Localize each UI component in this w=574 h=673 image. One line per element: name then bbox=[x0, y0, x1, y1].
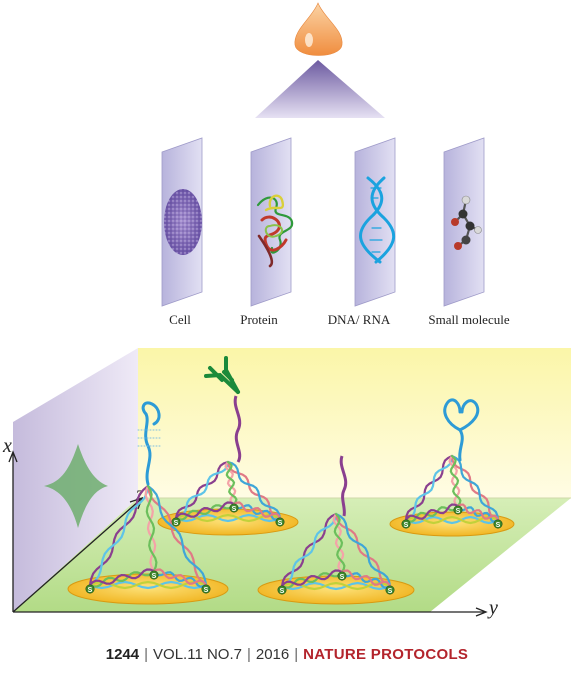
axis-label-x: x bbox=[2, 435, 12, 457]
sample-droplet bbox=[294, 2, 343, 56]
thiol-anchor: S bbox=[275, 517, 285, 527]
ssdna-probe-tall bbox=[233, 395, 242, 463]
thiol-anchor: S bbox=[149, 570, 159, 580]
axis-label-y: y bbox=[487, 597, 498, 619]
y-axis-arrow bbox=[475, 607, 488, 617]
thiol-anchor-label: S bbox=[174, 520, 179, 527]
panel-small-molecule bbox=[443, 137, 485, 307]
thiol-anchor: S bbox=[337, 571, 347, 581]
thiol-anchor-label: S bbox=[404, 522, 409, 529]
tetrahedron-front-middle: S S S bbox=[257, 512, 415, 605]
z-axis-arrow bbox=[129, 496, 144, 510]
dna-helix-icon bbox=[359, 176, 395, 264]
ssdna-probe-middle bbox=[339, 455, 348, 517]
panel-dna-rna bbox=[354, 137, 396, 307]
thiol-anchor: S bbox=[401, 519, 411, 529]
small-molecule-icon bbox=[451, 195, 482, 250]
thiol-anchor: S bbox=[277, 585, 287, 595]
journal-name: NATURE PROTOCOLS bbox=[303, 646, 469, 663]
aptamer-probe-right bbox=[443, 398, 480, 462]
signal-peak bbox=[44, 444, 108, 528]
protein-icon bbox=[256, 194, 294, 268]
thiol-anchor-label: S bbox=[152, 573, 157, 580]
thiol-anchor: S bbox=[385, 585, 395, 595]
thiol-anchor: S bbox=[85, 584, 95, 594]
publication-year: 2016 bbox=[255, 646, 290, 663]
thiol-anchor-label: S bbox=[88, 587, 93, 594]
thiol-anchor-label: S bbox=[204, 587, 209, 594]
thiol-anchor-label: S bbox=[280, 588, 285, 595]
thiol-anchor: S bbox=[453, 505, 463, 515]
antibody-probe bbox=[204, 356, 240, 394]
thiol-anchor-label: S bbox=[388, 588, 393, 595]
x-axis-arrow bbox=[8, 450, 18, 463]
volume-issue: VOL.11 NO.7 bbox=[153, 646, 242, 663]
z-axis-line bbox=[12, 499, 141, 613]
light-cone bbox=[255, 60, 385, 118]
thiol-anchor-label: S bbox=[340, 574, 345, 581]
thiol-anchor-label: S bbox=[456, 508, 461, 515]
back-wall bbox=[138, 348, 571, 498]
thiol-anchor: S bbox=[493, 519, 503, 529]
panel-protein bbox=[250, 137, 294, 307]
panel-label-protein: Protein bbox=[240, 312, 278, 327]
dna-tetrahedra: S S S S S S S S S S S S bbox=[67, 454, 515, 605]
cell-icon bbox=[164, 189, 202, 255]
page-number: 1244 bbox=[105, 646, 140, 663]
thiol-anchor: S bbox=[201, 584, 211, 594]
thiol-anchor: S bbox=[171, 517, 181, 527]
panel-label-dna-rna: DNA/ RNA bbox=[328, 312, 391, 327]
panel-cell bbox=[161, 137, 203, 307]
axes bbox=[8, 450, 488, 617]
thiol-anchor-label: S bbox=[278, 520, 283, 527]
footer-separator: | bbox=[144, 646, 149, 663]
page-footer: 1244|VOL.11 NO.7|2016|NATURE PROTOCOLS bbox=[0, 646, 574, 663]
tetrahedron-back-left: S S S bbox=[157, 460, 299, 536]
tetrahedron-back-right: S S S bbox=[389, 454, 515, 537]
aptamer-probe-front-left bbox=[137, 401, 161, 486]
tetrahedron-front-left: S S S bbox=[67, 484, 229, 605]
panel-label-cell: Cell bbox=[169, 312, 191, 327]
thiol-anchor-label: S bbox=[496, 522, 501, 529]
footer-separator: | bbox=[246, 646, 251, 663]
panel-label-small-molecule: Small molecule bbox=[428, 312, 509, 327]
thiol-anchor-label: S bbox=[232, 506, 237, 513]
footer-separator: | bbox=[294, 646, 299, 663]
thiol-anchor: S bbox=[229, 503, 239, 513]
